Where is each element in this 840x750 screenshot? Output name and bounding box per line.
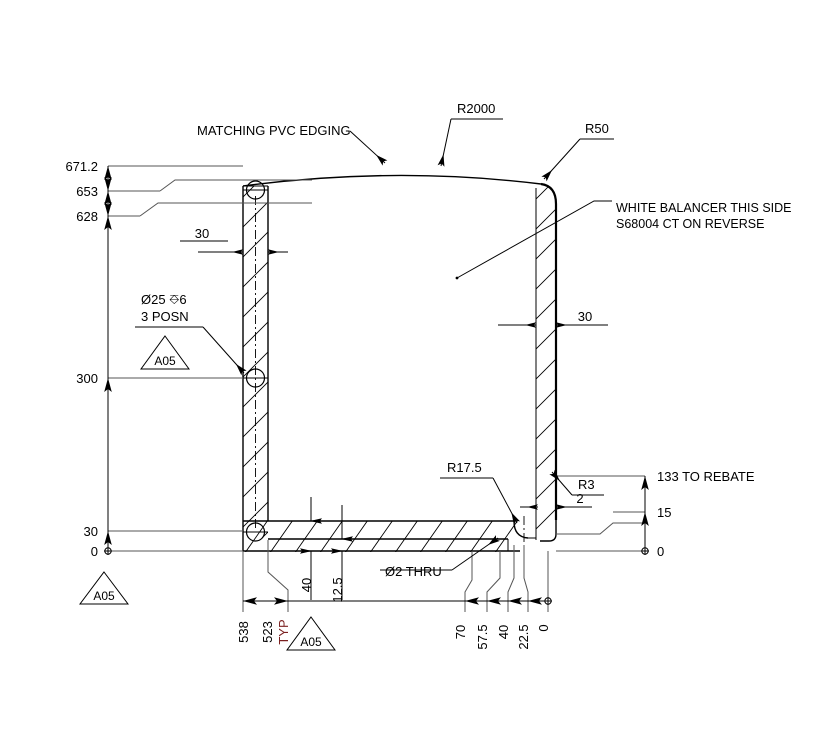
dim-label-left-thickness-30: 30 [195,226,209,241]
left-panel-thickness-dimension: 30 [180,226,288,255]
hole-group-3posn [243,180,268,542]
note-thru-hole: Ø2 THRU [380,535,500,579]
left-panel-hatching [243,186,268,537]
left-vertical-dimension-ladder: 671.2 653 628 300 30 0 [65,159,312,559]
dim-label-0-left: 0 [91,544,98,559]
right-panel-thickness-dimension: 30 [498,309,608,328]
left-panel-section [243,185,269,537]
radius-label-r50: R50 [585,121,609,136]
dim-label-523: 523 [260,621,275,643]
radius-label-r3: R3 [578,477,595,492]
dim-label-538: 538 [236,621,251,643]
detail-tag-a05-lower-left: A05 [79,571,129,605]
rebate-arc-detail [507,516,536,560]
note-thru-hole-text: Ø2 THRU [385,564,442,579]
radius-label-r17-5: R17.5 [447,460,482,475]
dim-label-70: 70 [453,625,468,639]
right-panel-section [535,186,556,540]
bottom-panel-section [243,520,520,552]
hole-spec-line2: 3 POSN [141,309,189,324]
note-white-balancer-line1: WHITE BALANCER THIS SIDE [616,201,792,215]
hole-spec-callout: Ø25 ⎑6 3 POSN [135,292,247,376]
detail-tag-a05-upper: A05 [140,335,190,370]
detail-tag-a05-upper-label: A05 [154,354,176,368]
dim-label-12-5: 12.5 [330,577,345,602]
detail-tag-a05-bottom: A05 [286,616,336,651]
radius-callout-r3: R3 [549,469,604,496]
note-white-balancer-line2: S68004 CT ON REVERSE [616,217,764,231]
dim-label-0-bottom: 0 [536,624,551,631]
dim-label-22-5: 22.5 [516,624,531,649]
dim-label-40-right: 40 [496,625,511,639]
bottom-left-horizontal-dimensions: 538 523 TYP [236,540,460,645]
dim-label-30-left: 30 [84,524,98,539]
detail-tag-a05-lower-left-label: A05 [93,589,115,603]
detail-tag-a05-bottom-label: A05 [300,635,322,649]
radius-callout-r17-5: R17.5 [440,460,521,525]
edge-offset-dimension: 2 [520,491,592,510]
hole-middle [243,368,268,388]
dim-label-typ: TYP [276,619,291,644]
note-matching-pvc-edging-text: MATCHING PVC EDGING [197,123,351,138]
dim-label-40-bottom: 40 [299,578,314,592]
dim-label-653: 653 [76,184,98,199]
hole-spec-line1: Ø25 ⎑6 [141,292,187,307]
dim-label-57-5: 57.5 [475,624,490,649]
part-outline [242,174,558,552]
radius-callout-r50: R50 [541,121,614,182]
right-vertical-dimension-ladder: 133 TO REBATE 15 0 [556,469,755,559]
dim-label-133-to-rebate: 133 TO REBATE [657,469,755,484]
hole-bottom [243,522,268,542]
bottom-panel-thickness-dimensions: 40 12.5 [299,497,353,603]
bottom-right-horizontal-dimensions: 70 57.5 40 22.5 0 [453,545,552,650]
dim-label-right-thickness-30: 30 [578,309,592,324]
dim-label-671-2: 671.2 [65,159,98,174]
right-panel-hatching [536,186,556,540]
note-white-balancer: WHITE BALANCER THIS SIDE S68004 CT ON RE… [455,200,792,280]
dim-label-15: 15 [657,505,671,520]
hole-top [243,180,268,200]
dim-label-0-right: 0 [657,544,664,559]
dim-label-300: 300 [76,371,98,386]
bottom-panel-hatching [243,521,520,552]
note-matching-pvc-edging: MATCHING PVC EDGING [197,123,388,166]
radius-label-r2000: R2000 [457,101,495,116]
dim-label-628: 628 [76,209,98,224]
radius-callout-r2000: R2000 [437,101,503,167]
dim-label-2: 2 [576,491,583,506]
